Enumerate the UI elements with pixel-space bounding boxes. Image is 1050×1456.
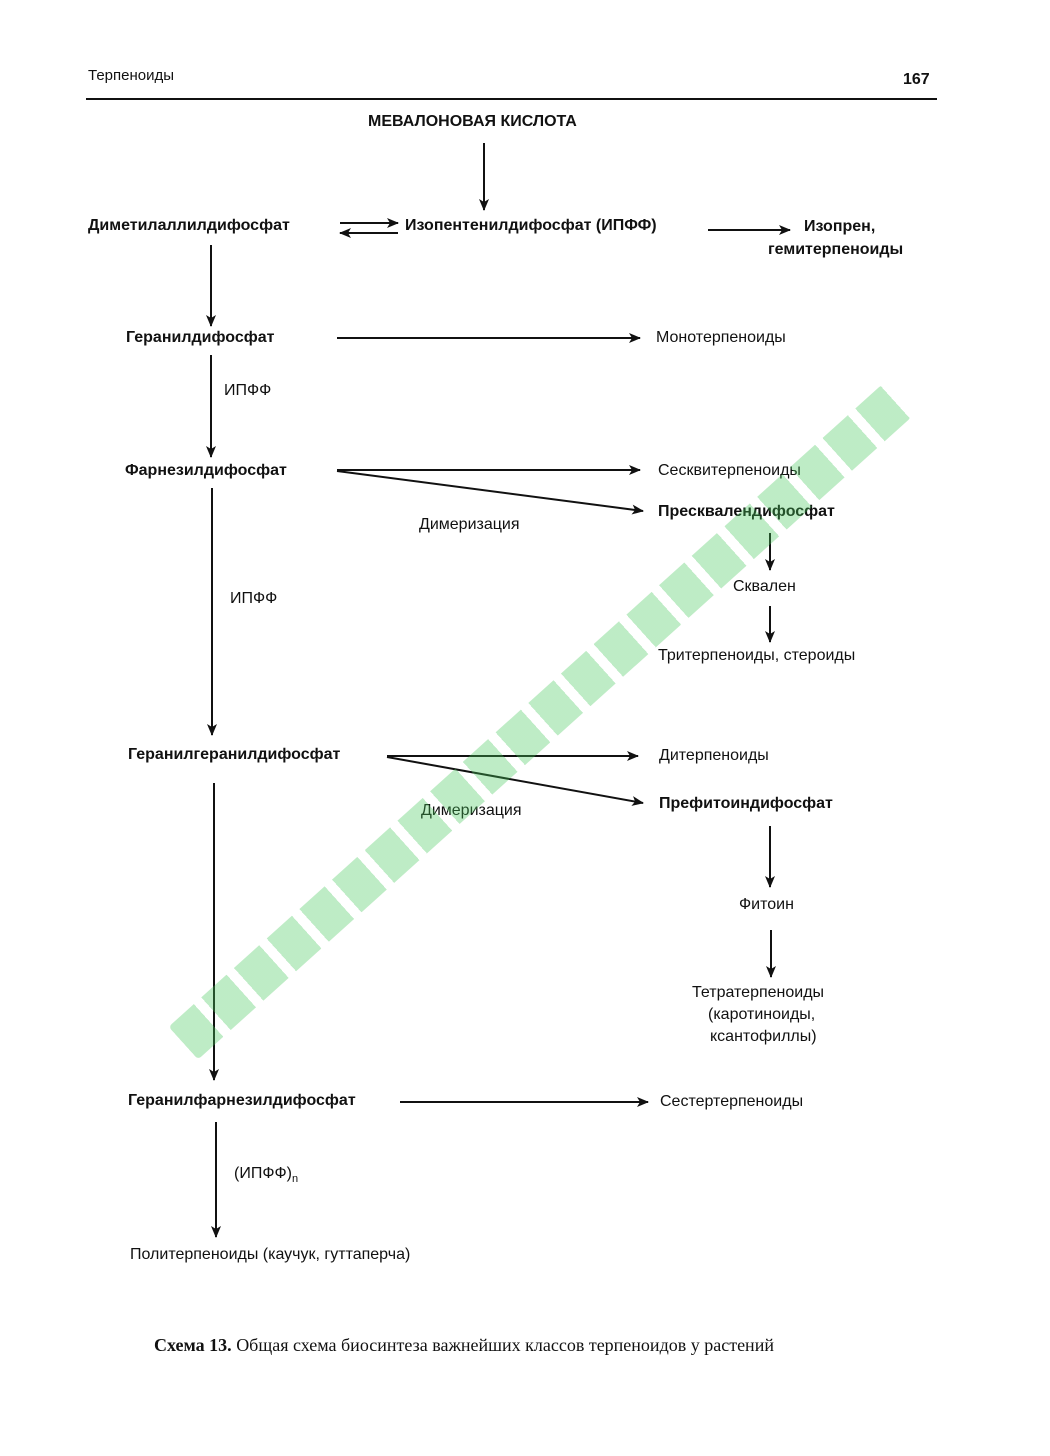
label-ipp-n-text: (ИПФФ) <box>234 1165 292 1182</box>
node-polyterpenoids: Политерпеноиды (каучук, гуттаперча) <box>130 1246 411 1263</box>
caption-text: Общая схема биосинтеза важнейших классов… <box>231 1335 774 1355</box>
label-ipp-1: ИПФФ <box>224 382 272 399</box>
running-header-title: Терпеноиды <box>88 67 175 84</box>
node-tetraterpenoids-line2: (каротиноиды, <box>708 1006 816 1023</box>
node-diterpenoids: Дитерпеноиды <box>659 747 769 764</box>
node-ggpp: Геранилгеранилдифосфат <box>128 746 341 763</box>
node-monoterpenoids: Монотерпеноиды <box>656 329 786 346</box>
node-sesterterpenoids: Сестертерпеноиды <box>660 1093 804 1110</box>
node-mevalonic-acid: МЕВАЛОНОВАЯ КИСЛОТА <box>368 113 577 130</box>
caption-label: Схема 13. <box>154 1335 232 1355</box>
node-fpp: Фарнезилдифосфат <box>125 462 287 479</box>
node-triterpenoids: Тритерпеноиды, стероиды <box>658 647 856 664</box>
arrow-fpp-presqualene <box>336 470 644 515</box>
label-dimerization-2: Димеризация <box>421 801 522 821</box>
node-gfpp: Геранилфарнезилдифосфат <box>128 1092 356 1109</box>
label-ipp-n-subscript: n <box>291 1173 299 1186</box>
figure-caption: Схема 13. Общая схема биосинтеза важнейш… <box>154 1335 774 1355</box>
node-prephytoene-diphosphate: Префитоиндифосфат <box>659 795 833 812</box>
node-tetraterpenoids-line3: ксантофиллы) <box>710 1028 817 1045</box>
node-phytoene: Фитоин <box>739 896 794 913</box>
node-gpp: Геранилдифосфат <box>126 329 275 346</box>
node-tetraterpenoids-line1: Тетратерпеноиды <box>692 984 825 1001</box>
node-sesquiterpenoids: Сесквитерпеноиды <box>658 462 801 479</box>
arrow-ggpp-prephytoene <box>386 756 644 806</box>
node-ipp: Изопентенилдифосфат (ИПФФ) <box>405 217 657 234</box>
node-isoprene-line1: Изопрен, <box>804 218 876 235</box>
node-dmapp: Диметилаллилдифосфат <box>88 217 290 234</box>
page-number: 167 <box>903 71 930 88</box>
node-presqualene-diphosphate: Пресквалендифосфат <box>658 502 835 522</box>
label-ipp-n: (ИПФФ)n <box>234 1164 298 1189</box>
label-dimerization-1: Димеризация <box>419 516 520 533</box>
label-ipp-2: ИПФФ <box>230 590 278 607</box>
node-squalene: Сквален <box>733 578 796 595</box>
node-isoprene-line2: гемитерпеноиды <box>768 241 904 258</box>
